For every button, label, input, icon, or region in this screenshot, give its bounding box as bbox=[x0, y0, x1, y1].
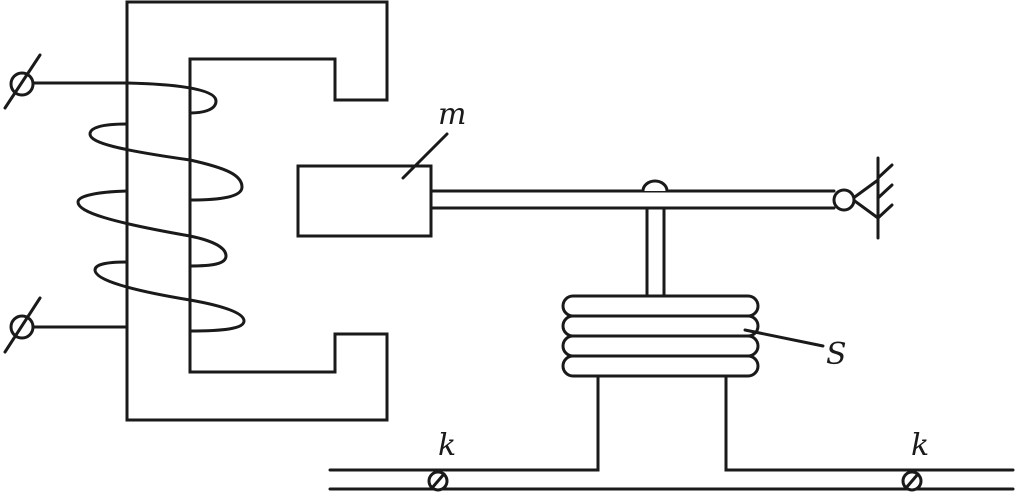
electromagnet-core bbox=[125, 0, 389, 422]
mass-leader-line bbox=[401, 132, 449, 180]
contact-left-label: k bbox=[438, 428, 456, 463]
lever-arm bbox=[429, 179, 836, 210]
spring-legs bbox=[328, 374, 1015, 472]
contact-right bbox=[901, 470, 923, 492]
spring-stack bbox=[561, 294, 760, 378]
spring-leader-line bbox=[743, 328, 825, 348]
contact-right-label: k bbox=[911, 428, 929, 463]
mass-block bbox=[296, 164, 433, 238]
contact-left bbox=[427, 470, 449, 492]
terminal-top bbox=[3, 53, 42, 110]
mass-label: m bbox=[438, 97, 466, 132]
connecting-rod bbox=[645, 206, 666, 298]
pivot-hinge bbox=[832, 156, 894, 240]
terminal-bottom bbox=[3, 296, 42, 354]
spring-label: S bbox=[826, 337, 847, 372]
winding-coil bbox=[31, 81, 246, 333]
